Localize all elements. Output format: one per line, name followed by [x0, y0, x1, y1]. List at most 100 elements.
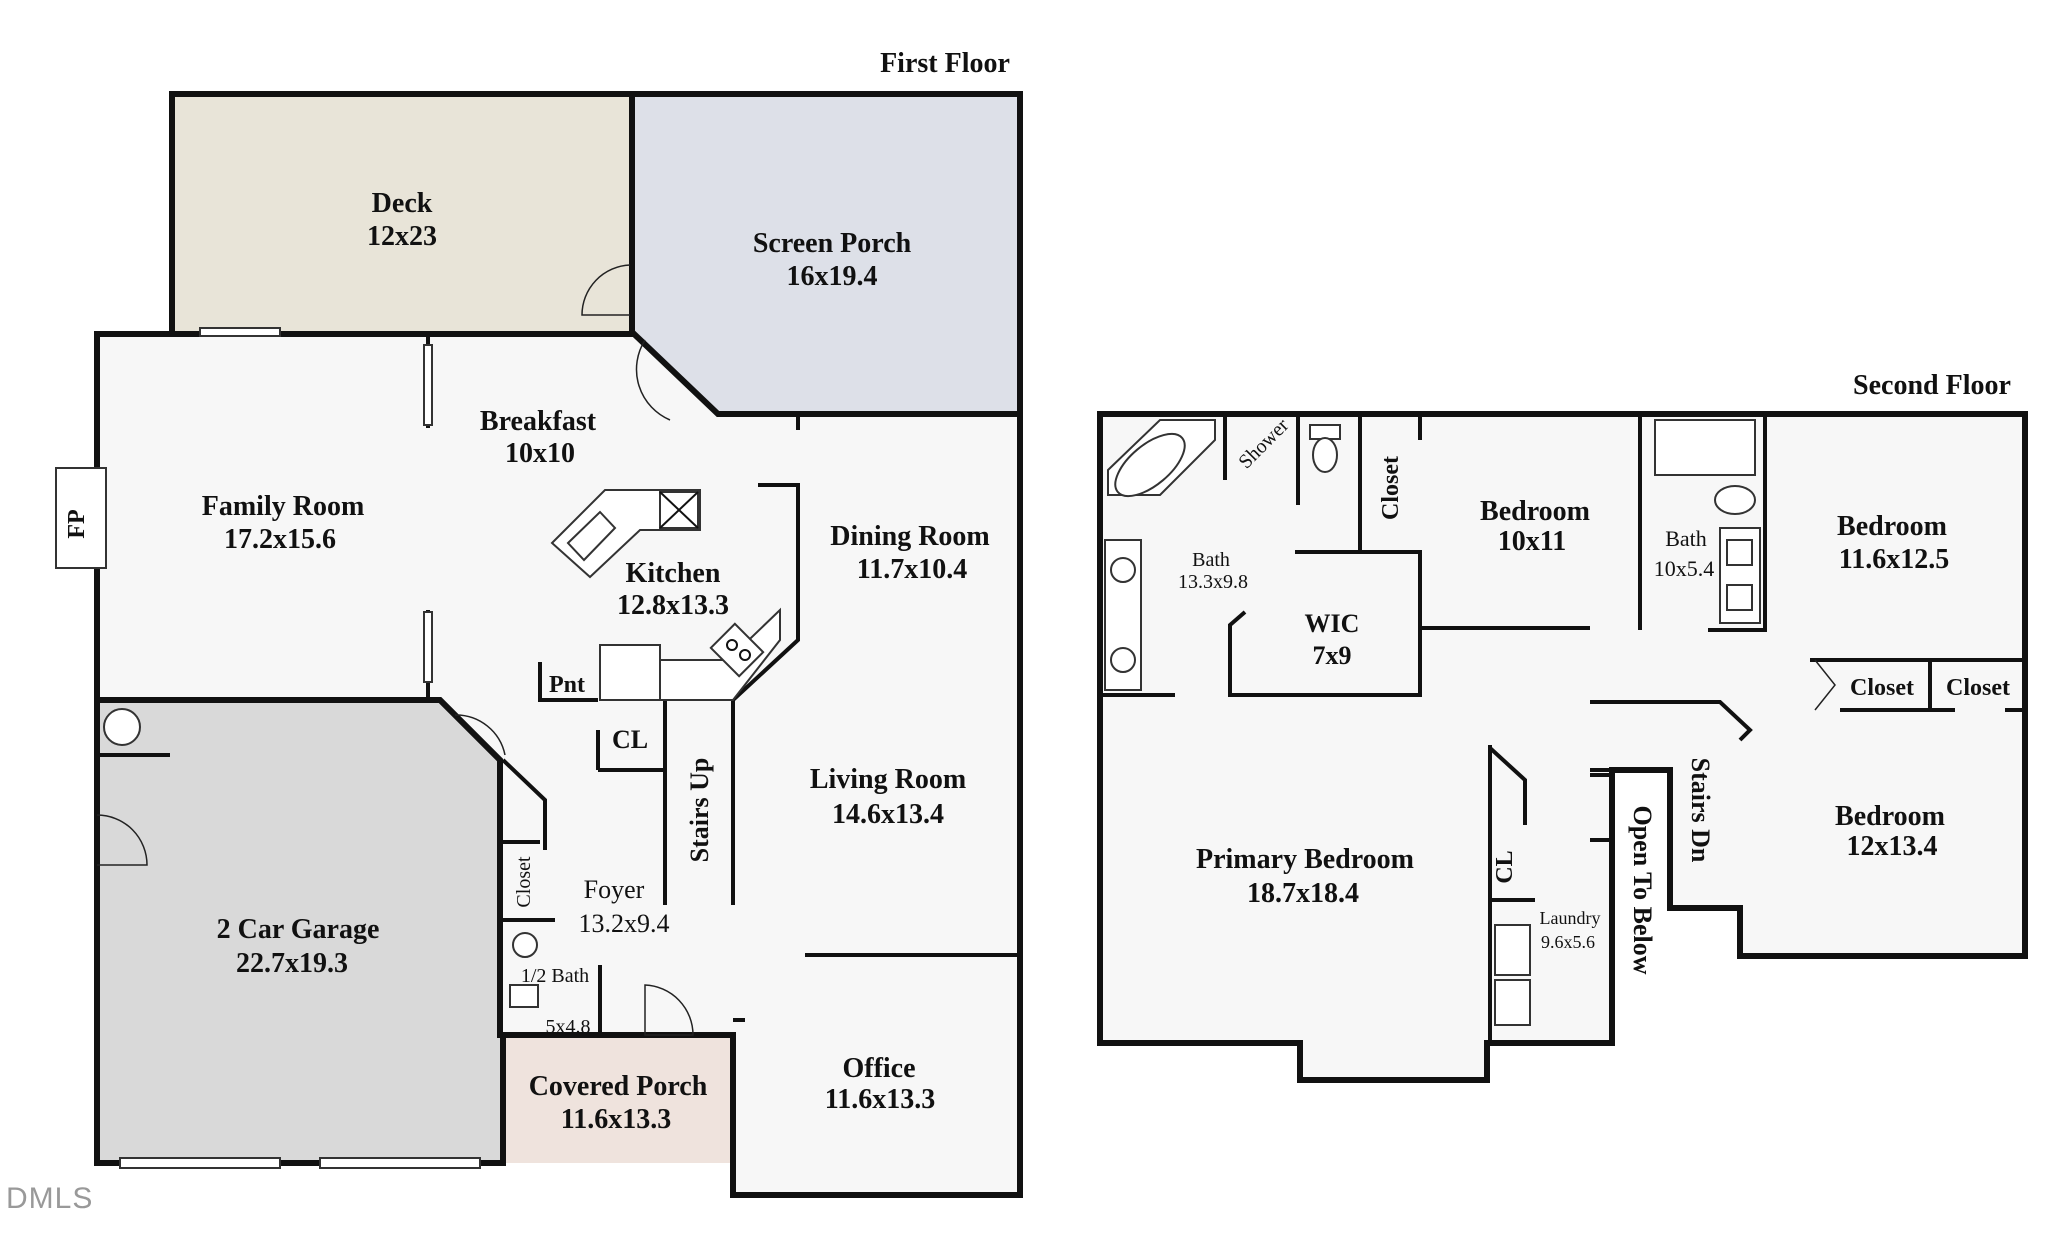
stairs-up-label: Stairs Up — [685, 758, 714, 863]
bedroom-b-name: Bedroom — [1837, 511, 1947, 542]
wic-dim: 7x9 — [1313, 641, 1352, 670]
bath-primary-dim: 13.3x9.8 — [1178, 571, 1248, 593]
deck-name: Deck — [372, 188, 433, 219]
garage-side-door-swing — [96, 814, 148, 866]
wall-hall — [1590, 700, 1753, 742]
garage-name: 2 Car Garage — [217, 914, 380, 945]
deck-sliding-door — [199, 327, 281, 337]
closet-first-label: Closet — [513, 856, 535, 908]
kitchen-name: Kitchen — [626, 558, 721, 589]
pantry-label: Pnt — [549, 672, 585, 698]
bathtub-icon — [1107, 419, 1216, 498]
laundry-name: Laundry — [1540, 908, 1601, 928]
front-door-swing — [644, 984, 694, 1036]
toilet-icon-hall — [1714, 485, 1756, 515]
garage-door-left — [119, 1157, 281, 1169]
kitchen-dim: 12.8x13.3 — [617, 590, 729, 621]
house-wall-left — [94, 331, 635, 1166]
office-name: Office — [842, 1053, 915, 1084]
foyer-dim: 13.2x9.4 — [579, 909, 670, 938]
deck-dim: 12x23 — [367, 221, 437, 252]
toilet-icon-primary — [1312, 437, 1338, 473]
laundry-dim: 9.6x5.6 — [1541, 932, 1595, 952]
water-heater-icon — [103, 708, 141, 746]
bedroom-c-dim: 12x13.4 — [1847, 831, 1938, 862]
sink-icon-primary-2 — [1110, 647, 1136, 673]
stairs-dn-label: Stairs Dn — [1686, 758, 1715, 863]
second-floor — [1097, 411, 2028, 1083]
garage-door-right — [319, 1157, 481, 1169]
kitchen-island — [550, 489, 701, 579]
bedroom-a-name: Bedroom — [1480, 496, 1590, 527]
closet-door-swing — [1814, 659, 1836, 711]
office-dim: 11.6x13.3 — [825, 1084, 935, 1115]
open-to-below-label: Open To Below — [1628, 805, 1657, 974]
dining-room-dim: 11.7x10.4 — [857, 554, 967, 585]
second-floor-title: Second Floor — [1853, 370, 2011, 401]
dmls-watermark: DMLS — [6, 1182, 93, 1215]
cooktop-icon — [709, 622, 765, 678]
living-room-dim: 14.6x13.4 — [832, 799, 944, 830]
closet-wic-top-label: Closet — [1378, 456, 1404, 520]
family-room-door-bottom — [423, 611, 433, 683]
dining-room-name: Dining Room — [830, 521, 989, 552]
breakfast-name: Breakfast — [480, 406, 597, 437]
wall-cl-second — [1488, 746, 1527, 825]
first-floor-title: First Floor — [880, 48, 1010, 79]
screen-porch-dim: 16x19.4 — [787, 261, 878, 292]
garage-wall — [94, 697, 503, 1038]
foyer-name: Foyer — [584, 875, 645, 904]
first-floor — [55, 91, 1023, 1198]
closet-2-label: Closet — [1946, 675, 2010, 701]
closet-1-label: Closet — [1850, 675, 1914, 701]
house-wall-right — [500, 411, 1023, 1198]
toilet-icon — [512, 932, 538, 958]
garage-entry-door-swing — [454, 714, 506, 756]
primary-bedroom-dim: 18.7x18.4 — [1247, 878, 1359, 909]
wall-pantry — [538, 662, 598, 702]
garage-area — [97, 700, 500, 1163]
bedroom-a-dim: 10x11 — [1498, 526, 1566, 557]
sink-icon-hall-2 — [1726, 584, 1753, 611]
bedroom-c-name: Bedroom — [1835, 801, 1945, 832]
garage-dim: 22.7x19.3 — [236, 948, 348, 979]
sink-icon-half-bath — [509, 984, 539, 1008]
half-bath-name: 1/2 Bath — [521, 965, 589, 987]
bath-hall-dim: 10x5.4 — [1654, 556, 1715, 581]
bedroom-b-dim: 11.6x12.5 — [1839, 544, 1949, 575]
bathtub-hall — [1654, 419, 1756, 476]
sink-icon-primary-1 — [1110, 557, 1136, 583]
breakfast-dim: 10x10 — [505, 438, 575, 469]
deck-wall — [169, 91, 635, 335]
screen-porch-name: Screen Porch — [753, 228, 912, 259]
family-room-dim: 17.2x15.6 — [224, 524, 336, 555]
bath-hall-name: Bath — [1665, 526, 1707, 551]
primary-bedroom-name: Primary Bedroom — [1196, 844, 1414, 875]
wall-closet — [501, 758, 547, 850]
sink-icon-hall-1 — [1726, 539, 1753, 566]
deck-area — [172, 94, 630, 332]
covered-porch-name: Covered Porch — [529, 1071, 708, 1102]
breakfast-door-swing — [635, 339, 671, 421]
wall-kitchen-dining — [731, 483, 800, 905]
wic-name: WIC — [1305, 609, 1360, 638]
wall-wic — [1228, 550, 1422, 697]
covered-porch-dim: 11.6x13.3 — [561, 1104, 671, 1135]
screen-porch-area — [632, 94, 1020, 414]
fp-label: FP — [64, 509, 90, 538]
wall-bath-hall-bottom — [1708, 414, 1767, 632]
deck-door-swing — [581, 264, 631, 316]
family-room-name: Family Room — [202, 491, 365, 522]
interior-area-second — [1100, 414, 2025, 1080]
washer-icon — [1494, 924, 1531, 976]
half-bath-dim: 5x4.8 — [546, 1016, 591, 1038]
fireplace — [55, 467, 107, 569]
cl-second-label: CL — [1492, 850, 1518, 883]
sink-icon — [566, 510, 617, 562]
toilet-tank-primary — [1309, 424, 1341, 440]
cl-first-label: CL — [612, 725, 648, 754]
dryer-icon — [1494, 979, 1531, 1026]
interior-area-first — [97, 334, 1020, 1195]
covered-porch-area — [505, 1037, 731, 1163]
